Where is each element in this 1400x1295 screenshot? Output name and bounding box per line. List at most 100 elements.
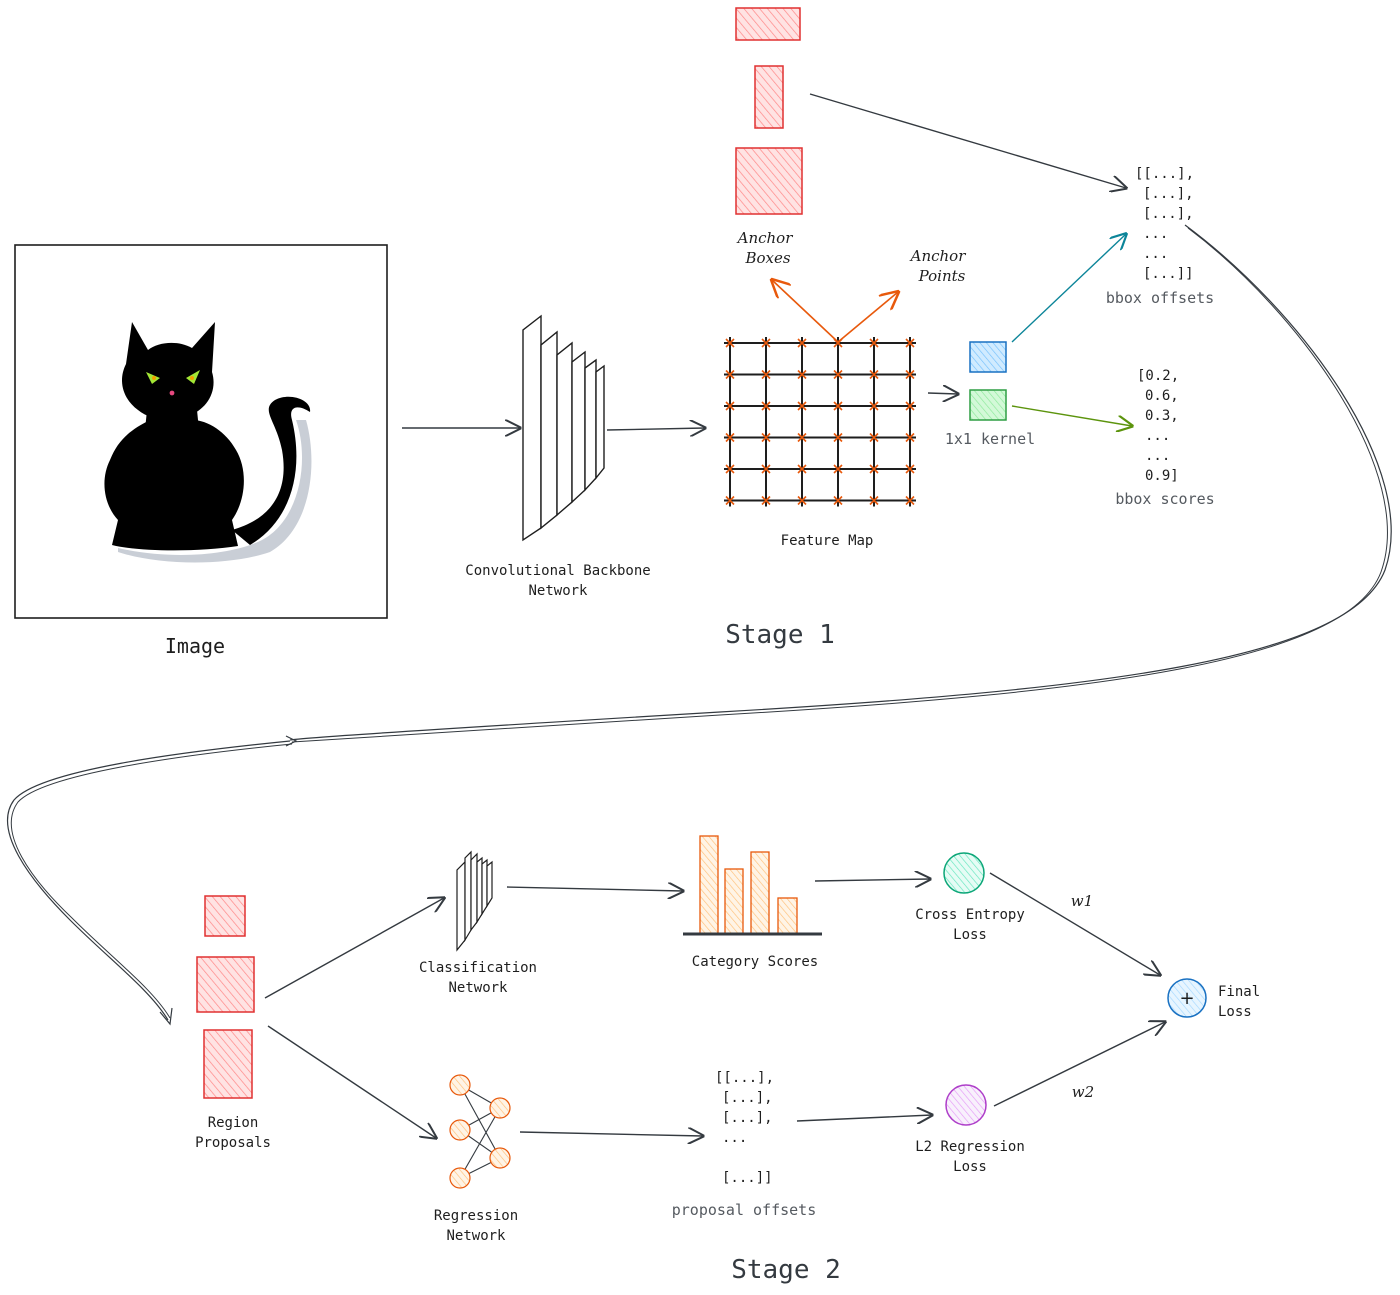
anchor-box-square [735,147,803,215]
category-scores-bars [699,835,798,935]
anchor-point-marker [833,369,843,380]
bbox-offsets-list: [[...], [...], [...], ... ... [...]] [1135,166,1194,282]
proposal-offsets-label: proposal offsets [672,1201,817,1219]
arrow-proposals-to-regression [267,1025,436,1138]
bbox-scores-line: [0.2, [1137,368,1179,384]
regression-node [449,1167,471,1189]
bbox-scores-line: ... [1145,448,1170,464]
region-proposals [196,895,255,1099]
final-loss-label-line1: Final [1218,984,1260,1000]
anchor-point-marker [905,432,915,443]
anchor-point-marker [761,369,771,380]
anchor-point-marker [725,369,735,380]
anchor-point-marker [797,338,807,348]
classification-network-icon [456,850,493,952]
arrow-proposals-to-classification [264,898,444,999]
anchor-boxes [735,7,803,215]
input-image [14,244,388,619]
category-bar [777,897,798,935]
anchor-point-marker [869,338,879,348]
bbox-scores-line: 0.3, [1145,408,1179,424]
anchor-point-marker [725,495,735,506]
anchor-points-label-line1: Anchor [909,247,967,265]
arrow-l2-to-final [993,1022,1165,1107]
anchor-point-marker [797,401,807,411]
anchor-point-marker [869,495,879,506]
anchor-boxes-label-line1: Anchor [736,229,794,247]
bbox-offsets-label: bbox offsets [1106,289,1214,307]
anchor-point-marker [905,401,915,411]
anchor-point-marker [869,432,879,443]
bbox-offsets-line: [...], [1143,186,1194,202]
bbox-scores-line: 0.6, [1145,388,1179,404]
l2-loss-label-line2: Loss [953,1159,987,1175]
category-bar [699,835,719,935]
anchor-points-label-line2: Points [918,267,966,285]
feature-map-grid [724,337,916,507]
arrow-regression-to-offsets [519,1132,703,1136]
bbox-offsets-line: ... [1143,246,1168,262]
anchor-point-marker [761,464,771,474]
weight-w1-label: w1 [1071,892,1093,910]
anchor-point-marker [797,495,807,506]
anchor-point-marker [797,369,807,380]
bbox-scores-label: bbox scores [1115,490,1214,508]
regression-network-icon [449,1074,511,1189]
cross-entropy-loss-node [943,852,985,894]
proposal-offsets-line: [...]] [722,1170,773,1186]
category-bar [724,868,744,935]
arrow-offsets-to-l2-loss [796,1115,932,1121]
kernel-box-regression [969,341,1007,373]
proposal-offsets-line: [[...], [715,1070,774,1086]
regression-node [489,1147,511,1169]
anchor-point-marker [833,464,843,474]
region-proposals-label-line2: Proposals [195,1135,271,1151]
anchor-point-marker [725,432,735,443]
bbox-offsets-line: [...]] [1143,266,1194,282]
l2-regression-loss-node [945,1084,987,1126]
arrow-scores-to-ce-loss [814,879,930,881]
proposal-offsets-line: [...], [722,1090,773,1106]
anchor-point-marker [797,464,807,474]
region-proposal-small [204,895,246,937]
ce-loss-label-line2: Loss [953,927,987,943]
arrow-feature-map-to-kernel [927,393,958,394]
anchor-point-marker [905,369,915,380]
anchor-point-marker [905,495,915,506]
anchor-point-marker [725,401,735,411]
arrow-anchors-to-offsets [809,93,1126,188]
anchor-point-marker [869,369,879,380]
classification-label-line2: Network [448,980,508,996]
arrow-ce-to-final [989,872,1160,975]
regression-label-line2: Network [446,1228,506,1244]
proposal-offsets-line: ... [722,1130,747,1146]
anchor-boxes-label-line2: Boxes [744,249,790,267]
anchor-point-marker [833,432,843,443]
kernel-label: 1x1 kernel [945,430,1035,448]
regression-node [489,1097,511,1119]
arrow-backbone-to-feature-map [606,428,705,430]
stage-2-label: Stage 2 [731,1255,841,1285]
anchor-point-marker [761,338,771,348]
backbone-network-icon [522,314,605,542]
region-proposal-large [203,1029,253,1099]
category-bar [750,851,770,935]
anchor-point-marker [761,401,771,411]
stage-1-label: Stage 1 [725,620,835,650]
regression-label-line1: Regression [434,1208,518,1224]
anchor-point-marker [725,338,735,348]
proposal-offsets-list: [[...], [...], [...], ... [...]] [715,1070,774,1186]
backbone-label-line2: Network [528,583,588,599]
backbone-label-line1: Convolutional Backbone [465,563,650,579]
anchor-point-marker [833,495,843,506]
bbox-scores-list: [0.2, 0.6, 0.3, ... ... 0.9] [1137,368,1179,484]
anchor-point-marker [761,432,771,443]
feature-map-label: Feature Map [781,533,874,549]
kernel-box-classification [969,389,1007,421]
anchor-point-marker [797,432,807,443]
image-label: Image [165,634,225,658]
region-proposals-label-line1: Region [208,1115,259,1131]
anchor-point-marker [725,464,735,474]
proposal-offsets-line: [...], [722,1110,773,1126]
